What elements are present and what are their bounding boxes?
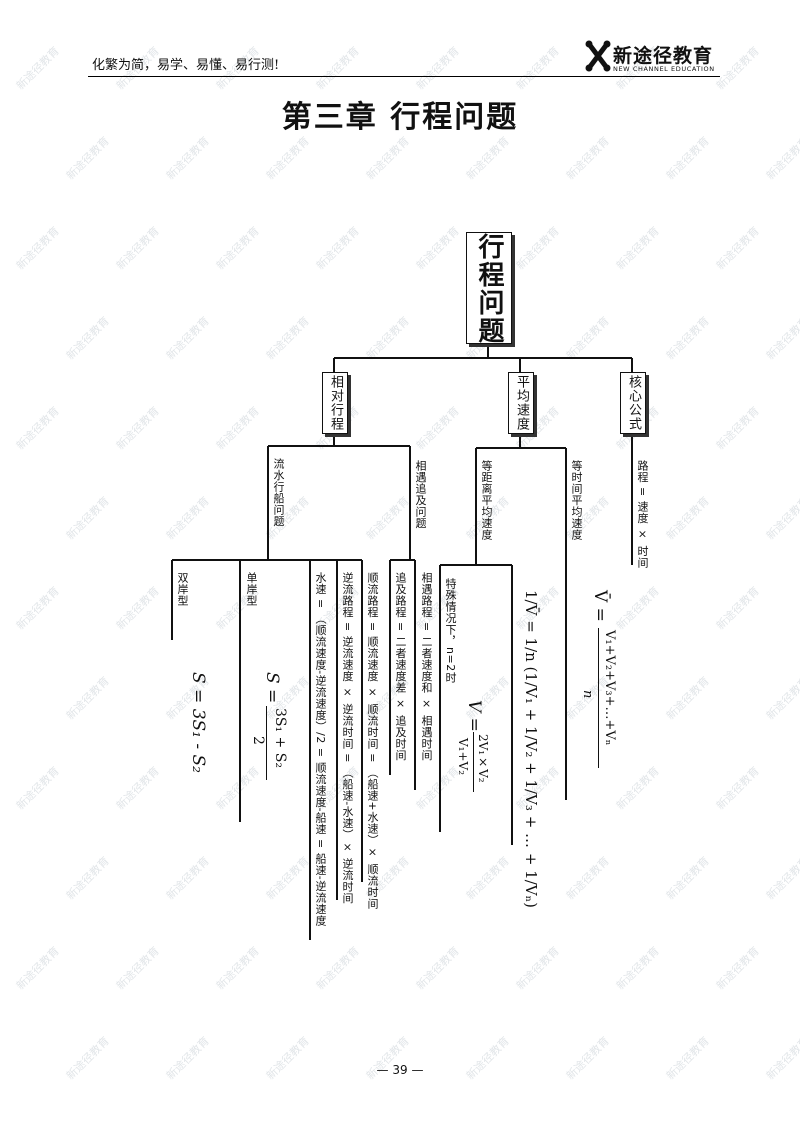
formula-double-bank: S = 3S₁ - S₂ <box>188 672 208 773</box>
formula-special-den: V₁+V₂ <box>456 738 470 776</box>
leaf-chase: 追及路程 = 二者速度差 × 追及时间 <box>394 572 407 761</box>
formula-single-bank-lhs: S = <box>262 672 282 704</box>
formula-equal-time-den: n <box>580 690 595 699</box>
header-rule <box>88 76 720 77</box>
leaf-double-bank: 双岸型 <box>176 572 189 607</box>
formula-single-bank: S = 3S₁ + S₂ 2 <box>250 672 290 780</box>
mindmap-root: 行程问题 <box>466 232 512 345</box>
fraction-bar <box>598 628 599 768</box>
formula-distance: 路程 = 速度 × 时间 <box>636 460 649 569</box>
leaf-single-bank: 单岸型 <box>245 572 258 607</box>
node-meet-chase: 相遇追及问题 <box>414 460 427 529</box>
node-core-formula: 核心公式 <box>620 372 646 434</box>
leaf-meet: 相遇路程 = 二者速度和 × 相遇时间 <box>420 572 433 761</box>
formula-equal-time: V̄ = V₁+V₂+V₃+…+Vₙ n <box>578 590 618 780</box>
page-number: — 39 — <box>376 1063 424 1077</box>
fraction-bar <box>266 706 267 780</box>
formula-special-num: 2V₁×V₂ <box>476 734 490 783</box>
formula-single-bank-den: 2 <box>250 736 266 745</box>
leaf-water-speed: 水速 = （顺流速度-逆流速度）/2 = 顺流速度-船速 = 船速-逆流速度 <box>314 572 327 927</box>
formula-equal-distance: 1/V̄ = 1/n (1/V₁ + 1/V₂ + 1/V₃ + … + 1/V… <box>522 590 540 908</box>
node-average-speed: 平均速度 <box>508 372 534 434</box>
formula-special: V = 2V₁×V₂ V₁+V₂ <box>456 700 496 810</box>
formula-equal-time-lhs: V̄ = <box>590 590 610 622</box>
fraction-bar <box>473 732 474 792</box>
leaf-special-case: 特殊情况下，n=2时 <box>444 578 457 684</box>
leaf-downstream: 顺流路程 = 顺流速度 × 顺流时间 = （船速+水速）× 顺流时间 <box>366 572 379 910</box>
node-equal-time-avg: 等时间平均速度 <box>570 460 583 541</box>
header-slogan: 化繁为简，易学、易懂、易行测! <box>92 58 280 73</box>
formula-single-bank-num: 3S₁ + S₂ <box>272 708 288 768</box>
brand-logo: 新途径教育 NEW CHANNEL EDUCATION <box>585 40 725 76</box>
logo-name: 新途径教育 <box>613 45 714 67</box>
formula-special-lhs: V = <box>464 700 484 732</box>
leaf-upstream: 逆流路程 = 逆流速度 × 逆流时间 = （船速-水速）× 逆流时间 <box>341 572 354 904</box>
logo-english: NEW CHANNEL EDUCATION <box>613 65 715 73</box>
logo-x-icon <box>585 40 611 72</box>
node-equal-distance-avg: 等距离平均速度 <box>480 460 493 541</box>
node-relative-travel: 相对行程 <box>322 372 348 434</box>
formula-equal-time-num: V₁+V₂+V₃+…+Vₙ <box>602 630 617 746</box>
page-title: 第三章 行程问题 <box>281 100 519 135</box>
node-boat-current: 流水行船问题 <box>272 458 285 527</box>
